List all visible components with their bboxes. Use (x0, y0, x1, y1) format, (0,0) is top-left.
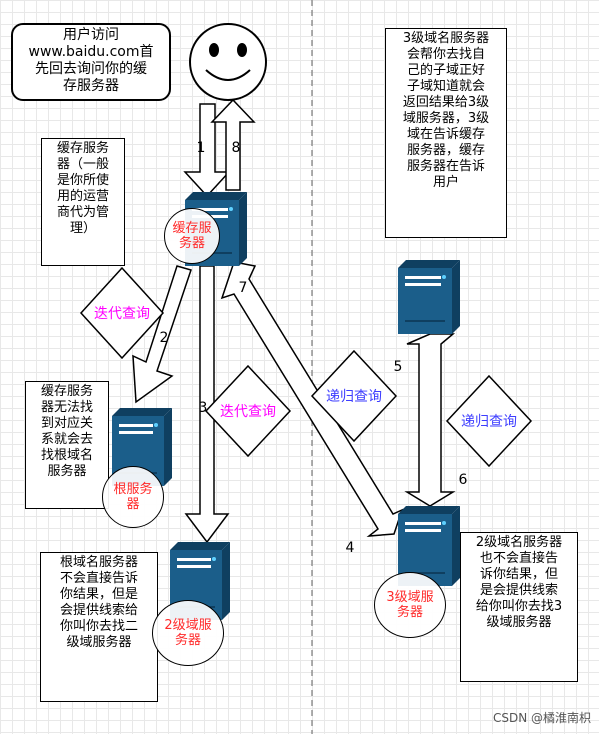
note-level3-server: 3级域名服务器 会帮你去找自 己的子域正好 子域知道就会 返回结果给3级 域服务… (385, 28, 507, 238)
note-cache-server: 缓存服务 器（一般 是你所使 用的运营 商代为管 理） (41, 138, 125, 266)
label-level2-server: 2级域服 务器 (152, 600, 224, 666)
step-number-2: 2 (159, 330, 169, 346)
step-number-5: 5 (393, 359, 403, 375)
step-number-4: 4 (345, 540, 355, 556)
label-root-server: 根服务 器 (102, 466, 164, 528)
arrow-step-2 (132, 265, 192, 404)
label-iterative-query-2: 迭代查询 (220, 404, 276, 420)
diamond-iterative-query-2 (204, 364, 292, 458)
step-number-8: 8 (231, 140, 241, 156)
watermark: CSDN @橘淮南枳 (492, 711, 591, 725)
step-number-3: 3 (198, 400, 208, 416)
note-user-visit: 用户访问 www.baidu.com首 先回去询问你的缓 存服务器 (11, 23, 171, 101)
label-recursive-query-2: 递归查询 (461, 414, 517, 430)
arrow-step-1 (183, 103, 231, 198)
note-level2-server: 2级域名服务器 也不会直接告 诉你结果，但 是会提供线索 给你叫你去找3 级域服… (460, 532, 578, 682)
diamond-recursive-query-1 (310, 349, 398, 443)
diamond-recursive-query-2 (445, 374, 533, 468)
label-iterative-query-1: 迭代查询 (94, 306, 150, 322)
label-cache-server: 缓存服 务器 (164, 208, 220, 264)
diamond-iterative-query-1 (79, 266, 165, 360)
step-number-7: 7 (238, 280, 248, 296)
arrow-step-8 (210, 98, 256, 191)
top-server-icon (398, 260, 460, 334)
step-number-6: 6 (458, 472, 468, 488)
step-number-1: 1 (196, 140, 206, 156)
label-recursive-query-1: 递归查询 (326, 389, 382, 405)
arrow-step-4-7 (220, 261, 404, 537)
arrow-step-3 (184, 265, 230, 544)
note-root-lookup: 缓存服务 器无法找 到对应关 系就会去 找根域名 服务器 (25, 381, 109, 509)
note-root-answer: 根域名服务器 不会直接告诉 你结果，但是 会提供线索给 你叫你去找二 级域服务器 (40, 552, 158, 702)
user-smiley-icon (189, 23, 267, 101)
label-level3-server: 3级域服 务器 (374, 572, 446, 638)
arrow-step-5-6 (404, 333, 456, 507)
